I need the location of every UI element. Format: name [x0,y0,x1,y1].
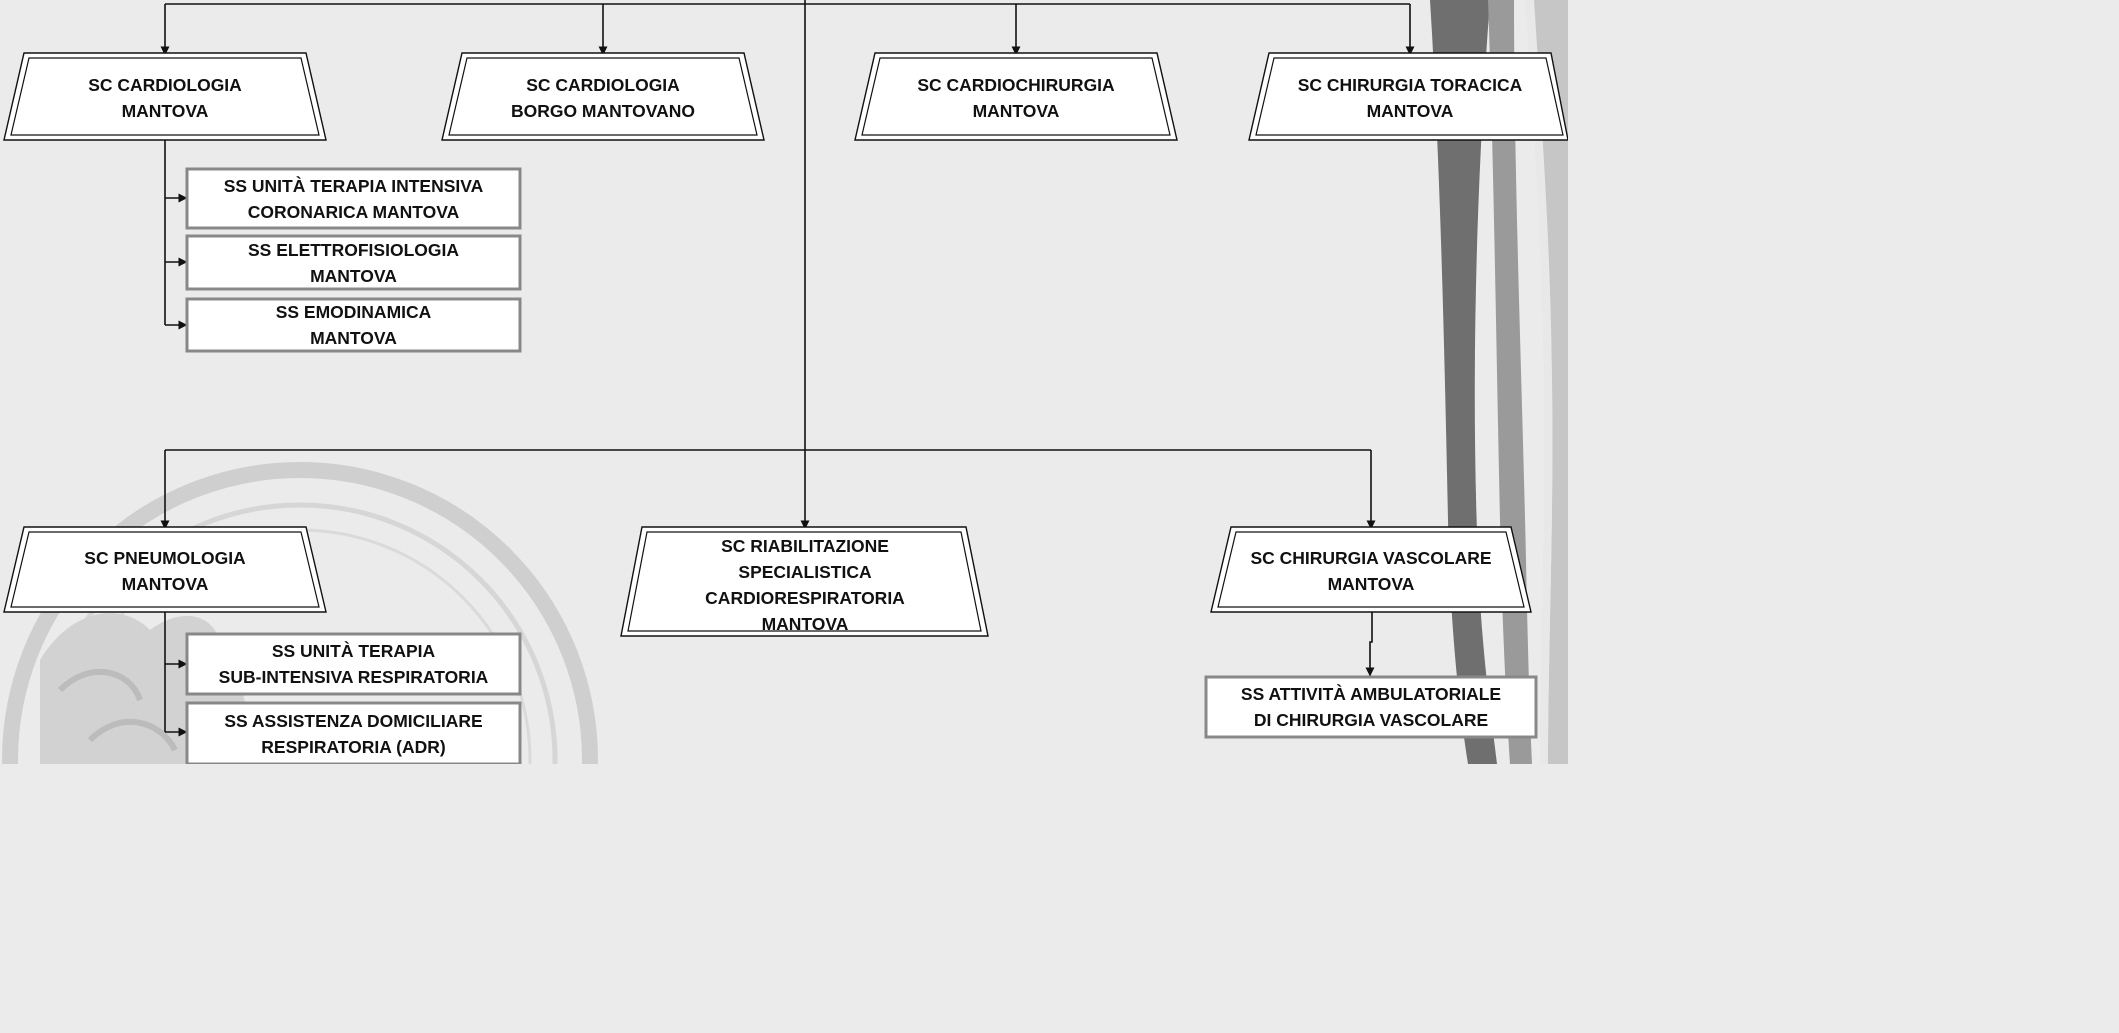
sc-cardiologia-mantova[interactable]: SC CARDIOLOGIA MANTOVA [12,58,318,137]
node-line: SS EMODINAMICA [275,302,432,322]
box-cardiologia-borgo [441,52,765,141]
box-chirurgia-toracica [1248,52,1568,141]
box-utir [185,632,522,696]
sc-cardiochirurgia-mantova[interactable]: SC CARDIOCHIRURGIA MANTOVA [863,58,1169,137]
node-line: CARDIORESPIRATORIA [705,588,905,608]
node-line: MANTOVA [761,614,849,634]
node-line: SUB-INTENSIVA RESPIRATORIA [218,667,489,687]
box-pneumologia [3,526,327,613]
node-line: MANTOVA [1366,100,1454,121]
box-cardiochirurgia [854,52,1178,141]
box-emodinamica [185,297,522,353]
sc-chirurgia-toracica-mantova[interactable]: SC CHIRURGIA TORACICA MANTOVA [1257,58,1563,137]
node-line: SC PNEUMOLOGIA [84,547,246,568]
simple-unit-shapes [185,167,1538,764]
node-line: SC CARDIOLOGIA [526,74,680,95]
box-riabilitazione [620,526,989,637]
node-line: CORONARICA MANTOVA [247,201,460,222]
node-line: SS UNITÀ TERAPIA INTENSIVA [223,175,484,196]
connector-ambulatoriale-vascolare [1365,611,1375,677]
ss-unita-terapia-intensiva-coronarica[interactable]: SS UNITÀ TERAPIA INTENSIVA CORONARICA MA… [189,171,518,226]
org-chart-canvas [2,0,1568,764]
node-line: SPECIALISTICA [738,562,872,582]
node-line: RESPIRATORIA (ADR) [261,736,446,757]
box-ambulatoriale-vascolare [1204,675,1538,739]
node-line: SC RIABILITAZIONE [721,536,889,556]
box-elettrofisiologia [185,234,522,291]
node-line: SC CHIRURGIA TORACICA [1297,74,1523,95]
ss-elettrofisiologia-mantova[interactable]: SS ELETTROFISIOLOGIA MANTOVA [189,237,518,288]
ss-assistenza-domiciliare-respiratoria[interactable]: SS ASSISTENZA DOMICILIARE RESPIRATORIA (… [189,705,518,762]
box-cardiologia-mantova [3,52,327,141]
ss-unita-terapia-sub-intensiva-respiratoria[interactable]: SS UNITÀ TERAPIA SUB-INTENSIVA RESPIRATO… [189,636,518,692]
ss-emodinamica-mantova[interactable]: SS EMODINAMICA MANTOVA [189,300,518,350]
sc-chirurgia-vascolare-mantova[interactable]: SC CHIRURGIA VASCOLARE MANTOVA [1219,532,1523,609]
node-line: SC CHIRURGIA VASCOLARE [1250,547,1492,568]
connectors [160,0,1415,737]
complex-unit-shapes [3,52,1568,637]
node-line: SS ATTIVITÀ AMBULATORIALE [1240,684,1502,704]
node-line: MANTOVA [121,573,209,594]
node-line: SS ASSISTENZA DOMICILIARE [224,710,483,731]
node-line: MANTOVA [310,265,397,286]
node-line: MANTOVA [310,328,397,348]
sc-cardiologia-borgo-mantovano[interactable]: SC CARDIOLOGIA BORGO MANTOVANO [450,58,756,137]
box-utic [185,167,522,230]
node-line: SS UNITÀ TERAPIA [271,641,436,661]
ss-attivita-ambulatoriale-chirurgia-vascolare[interactable]: SS ATTIVITÀ AMBULATORIALE DI CHIRURGIA V… [1208,679,1534,735]
node-line: BORGO MANTOVANO [510,100,696,121]
node-line: SC CARDIOCHIRURGIA [917,74,1115,95]
node-line: MANTOVA [121,100,209,121]
node-line: SS ELETTROFISIOLOGIA [248,239,459,260]
node-line: MANTOVA [1327,573,1415,594]
node-line: SC CARDIOLOGIA [88,74,242,95]
box-adr [185,701,522,764]
node-line: DI CHIRURGIA VASCOLARE [1253,710,1489,730]
node-line: MANTOVA [972,100,1060,121]
box-chirurgia-vascolare [1210,526,1532,613]
sc-pneumologia-mantova[interactable]: SC PNEUMOLOGIA MANTOVA [12,532,318,609]
sc-riabilitazione-cardiorespiratoria-mantova[interactable]: SC RIABILITAZIONE SPECIALISTICA CARDIORE… [629,533,981,637]
